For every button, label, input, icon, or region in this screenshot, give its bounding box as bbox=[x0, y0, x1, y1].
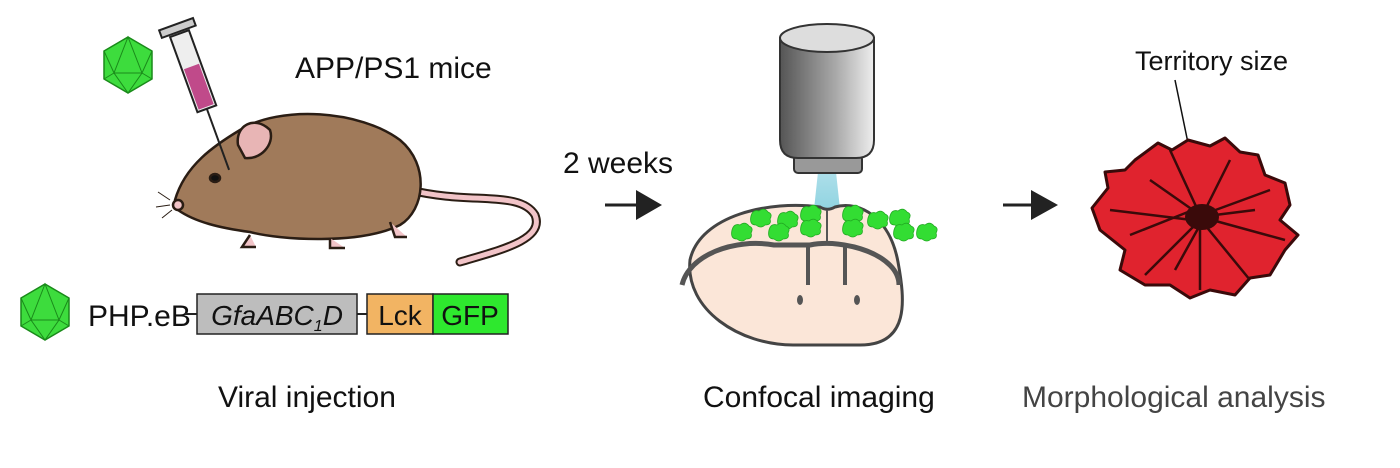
microscope-objective-icon bbox=[779, 23, 875, 228]
gfp-box bbox=[432, 293, 509, 335]
syringe-icon bbox=[157, 16, 231, 171]
step-label-analysis: Morphological analysis bbox=[1022, 381, 1326, 414]
virus-label: PHP.eB bbox=[88, 300, 191, 333]
step-label-injection: Viral injection bbox=[218, 381, 396, 414]
step-label-imaging: Confocal imaging bbox=[703, 381, 935, 414]
virus-icon bbox=[103, 36, 153, 94]
lck-label: Lck bbox=[378, 300, 423, 331]
virus-icon-construct bbox=[20, 283, 70, 341]
arrow-icon bbox=[605, 190, 662, 220]
arrow-icon bbox=[1003, 190, 1058, 220]
astrocyte-territory-illustration bbox=[1090, 136, 1300, 300]
gfp-label: GFP bbox=[441, 300, 499, 331]
territory-label: Territory size bbox=[1135, 46, 1288, 76]
interval-label: 2 weeks bbox=[563, 147, 673, 180]
promoter-label: GfaABC1D bbox=[211, 300, 343, 335]
mice-label: APP/PS1 mice bbox=[295, 52, 492, 85]
mouse-illustration bbox=[155, 112, 541, 267]
